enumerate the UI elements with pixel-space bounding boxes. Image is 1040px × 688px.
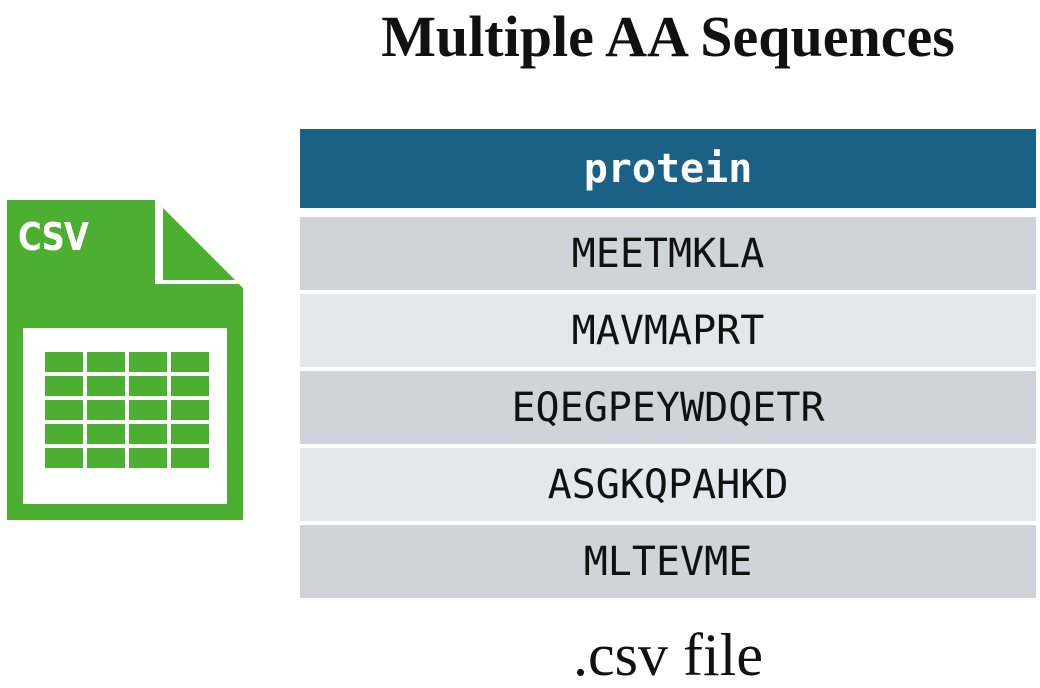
file-caption: .csv file: [573, 622, 763, 688]
spreadsheet-grid-icon: [45, 352, 209, 468]
table-header: protein: [300, 129, 1036, 208]
table-row: MLTEVME: [300, 525, 1036, 598]
table-row: ASGKQPAHKD: [300, 448, 1036, 521]
csv-file-icon: [7, 200, 243, 520]
csv-icon-label: CSV: [18, 215, 89, 259]
table-row: MEETMKLA: [300, 217, 1036, 290]
protein-table: protein MEETMKLA MAVMAPRT EQEGPEYWDQETR …: [300, 129, 1036, 598]
table-row: MAVMAPRT: [300, 294, 1036, 367]
table-row: EQEGPEYWDQETR: [300, 371, 1036, 444]
page-title: Multiple AA Sequences: [381, 4, 955, 69]
